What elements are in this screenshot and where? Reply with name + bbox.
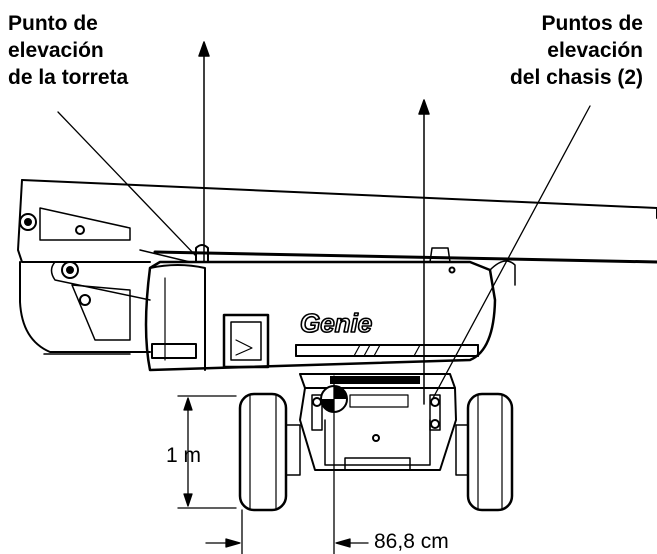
turret-lift-arrow [198,41,210,263]
left-wheel [238,392,301,512]
chassis-lift-arrow [418,99,430,405]
genie-logo: Genie [300,308,372,338]
turret-leader-line [57,111,197,257]
chassis-leader-line [431,105,591,401]
lower-arm [19,261,151,355]
height-dimension-label: 1 m [166,444,202,467]
width-dimension-label: 86,8 cm [374,530,449,553]
turret-body [144,244,516,372]
width-dimension [205,509,369,554]
boom [17,179,657,264]
turret-lift-point-label: Punto de elevación de la torreta [8,12,129,89]
right-wheel [455,392,514,512]
height-dimension [177,395,237,509]
chassis [299,373,457,471]
chassis-lift-points-label: Puntos de elevación del chasis (2) [509,12,643,89]
